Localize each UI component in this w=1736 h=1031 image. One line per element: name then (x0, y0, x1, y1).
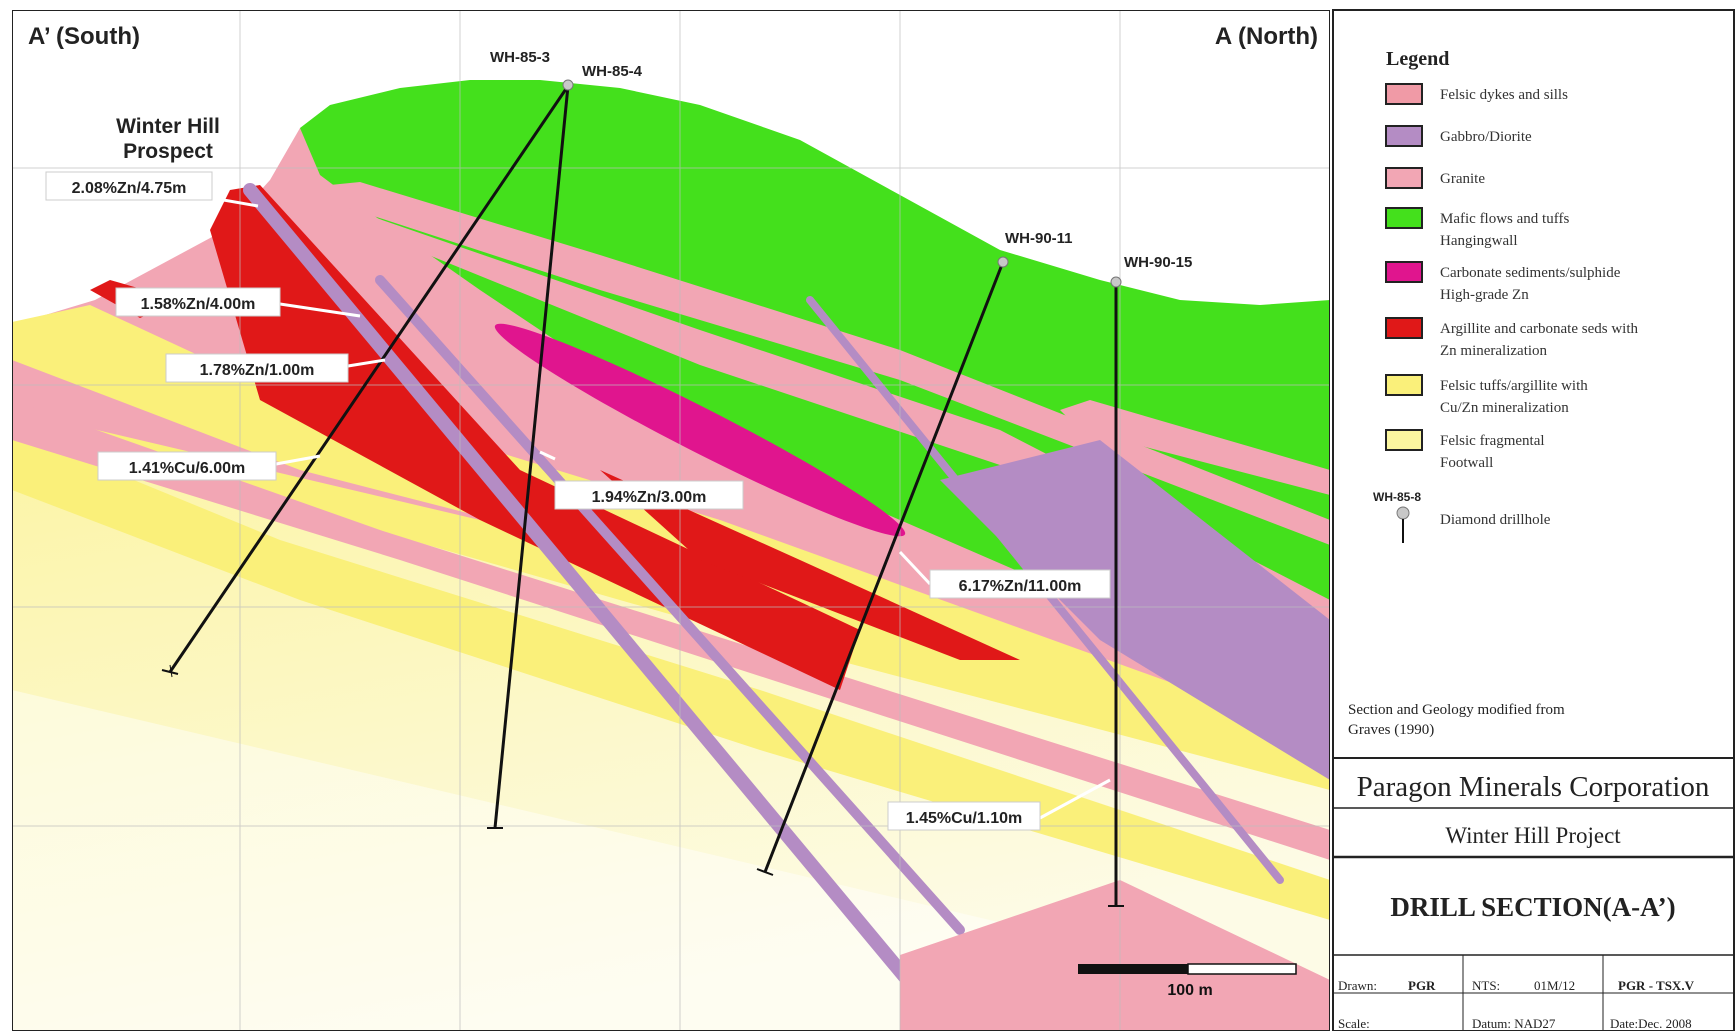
legend-drillhole-text: Diamond drillhole (1440, 512, 1551, 528)
legend-title: Legend (1386, 48, 1449, 70)
assay-callout-text: 1.94%Zn/3.00m (592, 489, 707, 506)
legend-swatch (1385, 317, 1423, 339)
assay-callout-text: 1.58%Zn/4.00m (141, 296, 256, 313)
unit-carbonate-high-grade-zn (494, 323, 906, 537)
map-grid (12, 10, 1330, 1031)
assay-callout: 6.17%Zn/11.00m (929, 569, 1111, 599)
legend-item-label: Cu/Zn mineralization (1440, 400, 1569, 416)
source-note-line2: Graves (1990) (1348, 722, 1434, 738)
assay-callout-text: 6.17%Zn/11.00m (959, 578, 1082, 595)
assay-callout: 1.41%Cu/6.00m (97, 451, 277, 481)
legend-swatch (1385, 374, 1423, 396)
legend-item-label: Felsic dykes and sills (1440, 87, 1568, 103)
source-note-line1: Section and Geology modified from (1348, 702, 1565, 718)
assay-callout-text: 1.78%Zn/1.00m (200, 362, 315, 379)
drillhole-label: WH-85-4 (582, 63, 643, 80)
drillhole-label: WH-90-15 (1124, 254, 1192, 271)
assay-callout-text: 1.41%Cu/6.00m (129, 460, 246, 477)
legend-item-label: Mafic flows and tuffs (1440, 211, 1569, 227)
legend-item-label: Gabbro/Diorite (1440, 129, 1532, 145)
legend-drillhole-symbol-label: WH-85-8 (1373, 490, 1421, 504)
prospect-label-line2: Prospect (123, 140, 213, 163)
legend-item-label: Hangingwall (1440, 233, 1517, 249)
scale-bar: 100 m (1078, 963, 1297, 999)
drillhole-symbol-icon (1396, 506, 1410, 543)
scale-label: Scale: (1338, 1016, 1370, 1031)
drawn-label: Drawn: (1338, 978, 1377, 993)
assay-callout: 1.58%Zn/4.00m (115, 287, 281, 317)
section-end-north: A (North) (1215, 23, 1318, 50)
drillhole-traces (168, 85, 1118, 906)
legend-swatch (1385, 207, 1423, 229)
legend-item-label: Granite (1440, 171, 1485, 187)
assay-callout: 1.45%Cu/1.10m (887, 801, 1041, 831)
drillhole-label: WH-90-11 (1005, 230, 1073, 247)
assay-callout: 1.94%Zn/3.00m (554, 480, 744, 510)
nts-label: NTS: (1472, 978, 1500, 993)
legend-items: Felsic dykes and sillsGabbro/DioriteGran… (1385, 83, 1639, 471)
legend-item-label: Footwall (1440, 455, 1493, 471)
drillhole-collars (562, 79, 1122, 288)
date: Date:Dec. 2008 (1610, 1016, 1692, 1031)
assay-callout: 1.78%Zn/1.00m (165, 353, 349, 383)
legend-swatch (1385, 167, 1423, 189)
cross-section-map (12, 10, 1330, 1031)
nts-value: 01M/12 (1534, 978, 1575, 993)
legend-swatch (1385, 83, 1423, 105)
legend-swatch (1385, 429, 1423, 451)
legend-item-label: Felsic fragmental (1440, 433, 1545, 449)
section-title: DRILL SECTION(A-A’) (1390, 892, 1675, 922)
unit-argillite-zn (210, 185, 860, 690)
project-name: Winter Hill Project (1445, 823, 1621, 848)
title-block: Paragon Minerals Corporation Winter Hill… (1332, 757, 1735, 1031)
legend-panel: Legend Felsic dykes and sillsGabbro/Dior… (1332, 9, 1735, 759)
datum: Datum: NAD27 (1472, 1016, 1556, 1031)
drawn-value: PGR (1408, 978, 1436, 993)
assay-callout-text: 2.08%Zn/4.75m (72, 180, 187, 197)
legend-item-label: Zn mineralization (1440, 343, 1548, 359)
legend-swatch (1385, 125, 1423, 147)
legend-item-label: Carbonate sediments/sulphide (1440, 265, 1621, 281)
prospect-label-line1: Winter Hill (116, 115, 220, 138)
document-reference: PGR - TSX.V (1618, 978, 1695, 993)
company-name: Paragon Minerals Corporation (1357, 771, 1710, 803)
scale-bar-label: 100 m (1167, 982, 1212, 999)
legend-item-label: Argillite and carbonate seds with (1440, 321, 1639, 337)
legend-item-label: High-grade Zn (1440, 287, 1529, 303)
assay-callout: 2.08%Zn/4.75m (45, 171, 213, 201)
section-end-south: A’ (South) (28, 23, 140, 50)
legend-swatch (1385, 261, 1423, 283)
drillhole-label: WH-85-3 (490, 49, 550, 66)
legend-item-label: Felsic tuffs/argillite with (1440, 378, 1588, 394)
assay-callout-text: 1.45%Cu/1.10m (906, 810, 1023, 827)
